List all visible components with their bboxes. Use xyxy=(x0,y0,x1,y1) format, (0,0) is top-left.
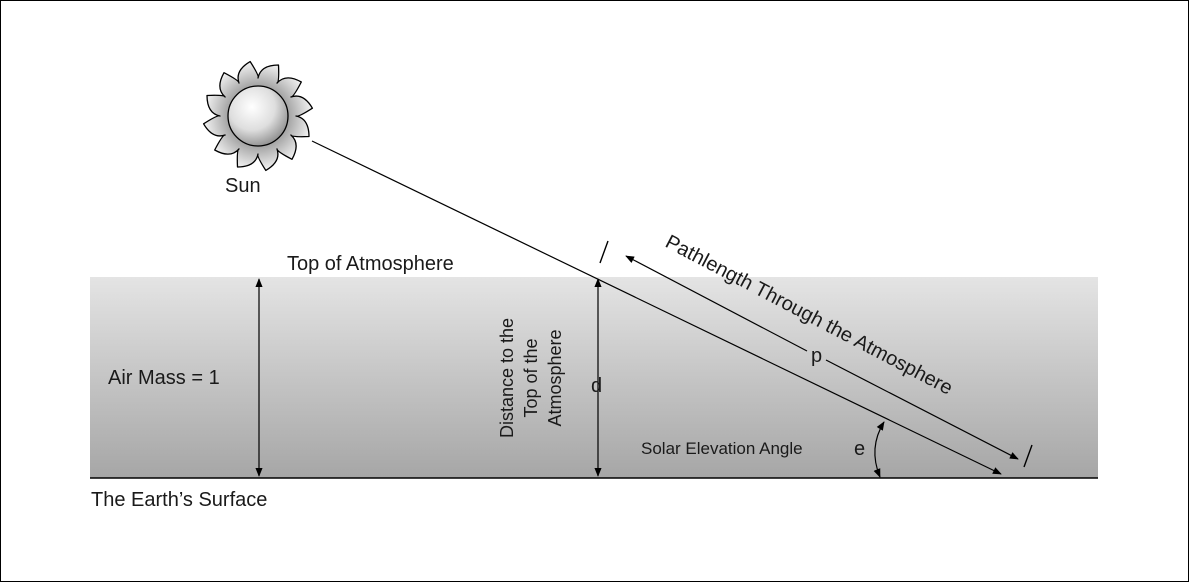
pathlength-tick-end xyxy=(1023,444,1033,468)
e-symbol: e xyxy=(854,438,865,460)
earth-surface-label: The Earth’s Surface xyxy=(91,489,267,511)
elevation-angle-arc xyxy=(873,421,885,478)
sun-label: Sun xyxy=(225,175,261,197)
distance-label-line2: Top of the xyxy=(521,338,541,417)
pathlength-arrow-upper xyxy=(625,255,808,352)
pathlength-tick-start xyxy=(599,240,609,264)
solar-elevation-label: Solar Elevation Angle xyxy=(641,439,803,458)
sun-ray-line xyxy=(311,140,1002,475)
distance-label-line3: Atmosphere xyxy=(545,329,565,426)
sun-icon xyxy=(202,60,314,172)
p-symbol: p xyxy=(811,345,822,367)
top-of-atmosphere-label: Top of Atmosphere xyxy=(287,253,454,275)
pathlength-arrow-lower xyxy=(825,359,1019,460)
distance-label-line1: Distance to the xyxy=(497,318,517,438)
air-mass-label: Air Mass = 1 xyxy=(108,367,220,389)
distance-label: Distance to the Top of the Atmosphere xyxy=(497,318,565,438)
d-symbol: d xyxy=(591,375,602,397)
